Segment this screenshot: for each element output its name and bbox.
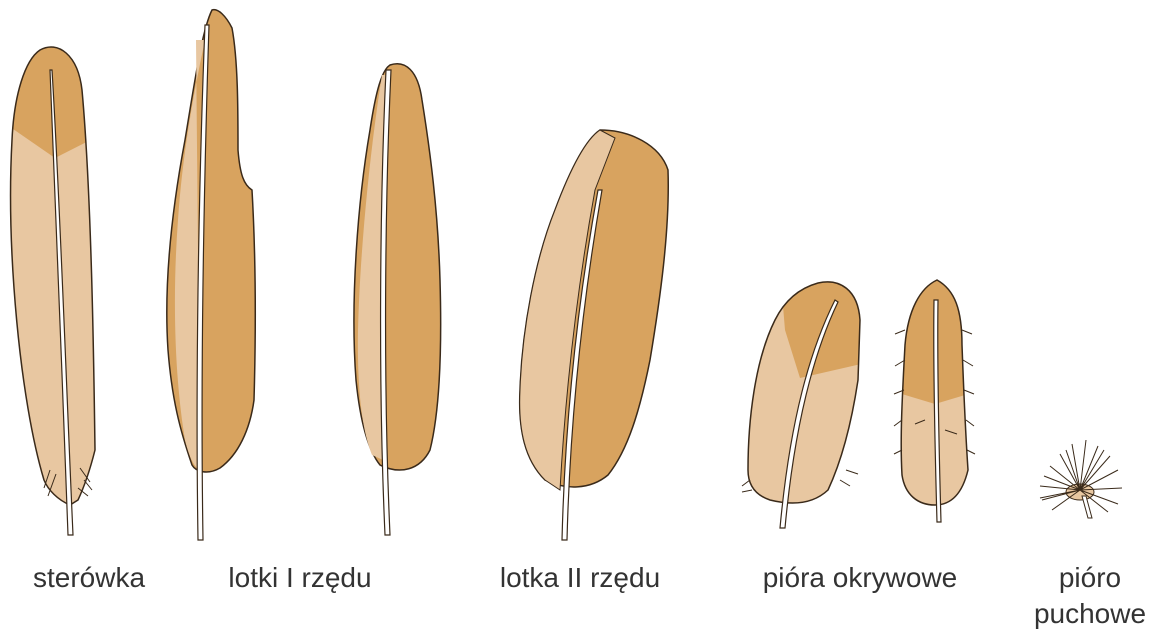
primary-feather-icon <box>167 10 256 540</box>
covert-feather-icon <box>740 270 870 528</box>
tail-feather-icon <box>0 0 120 535</box>
label-sterowka: sterówka <box>14 560 164 596</box>
down-feather-icon <box>1040 440 1122 518</box>
label-piora-okrywowe: pióra okrywowe <box>735 560 985 596</box>
label-pioro-puchowe-line1: pióro <box>1030 560 1150 596</box>
label-pioro-puchowe-line2: puchowe <box>1030 596 1150 632</box>
primary-feather-icon <box>354 64 441 535</box>
label-lotka-ii-rzedu: lotka II rzędu <box>475 560 685 596</box>
label-lotki-i-rzedu: lotki I rzędu <box>200 560 400 596</box>
covert-feather-icon <box>894 270 975 522</box>
secondary-feather-icon <box>520 130 669 540</box>
